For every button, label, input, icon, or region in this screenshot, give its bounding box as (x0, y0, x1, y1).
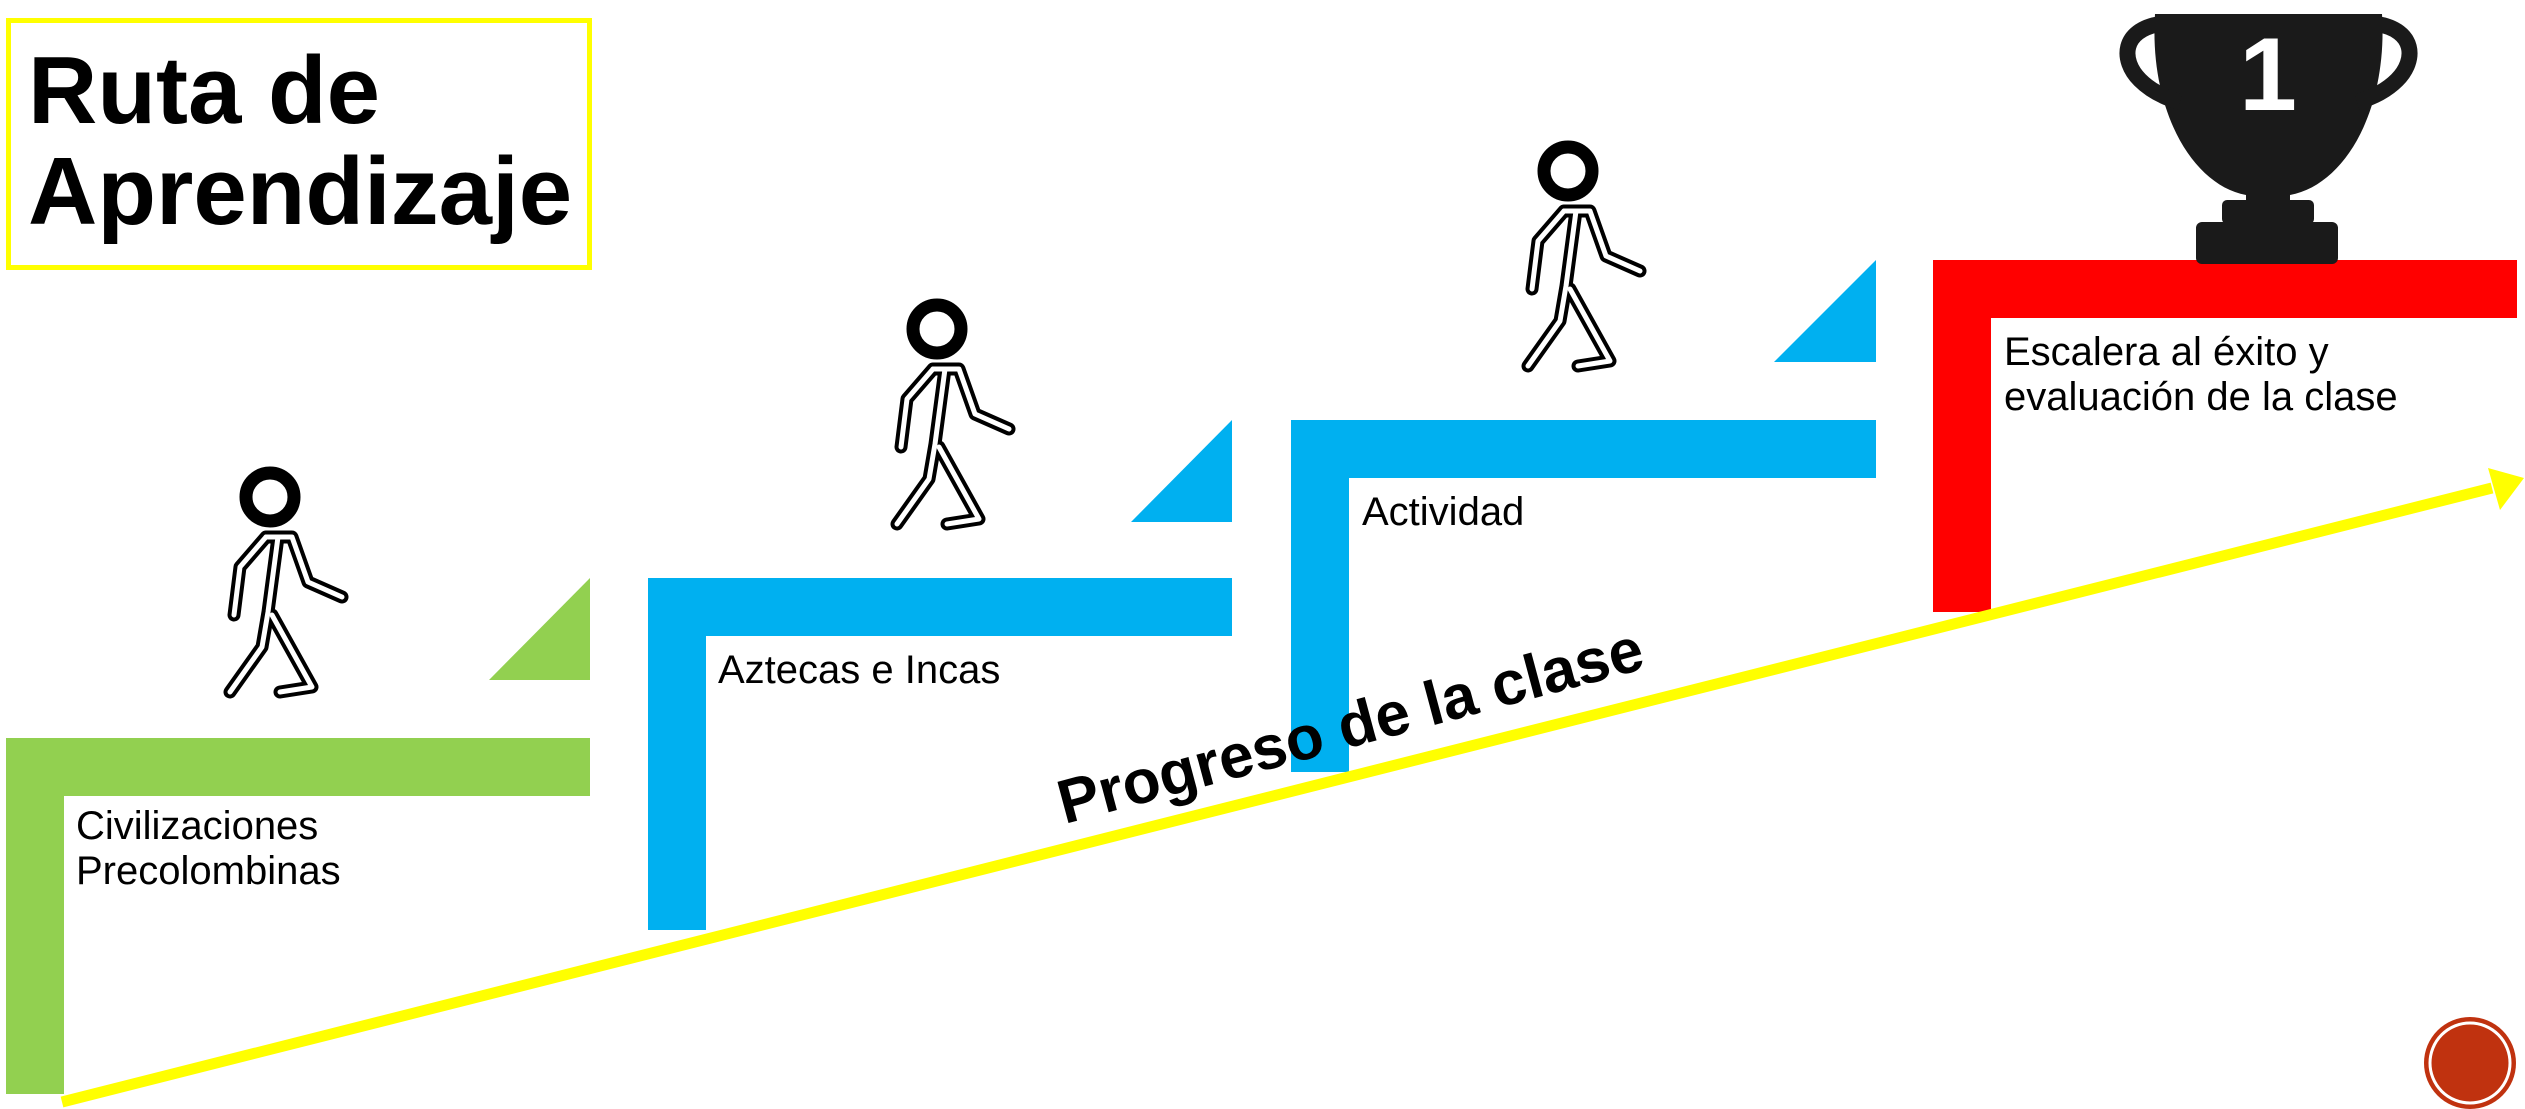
trophy-number: 1 (2239, 17, 2297, 133)
trophy-icon (2119, 14, 2418, 264)
step-1-tread (6, 738, 590, 796)
step-3-tread (1291, 420, 1876, 478)
step-3-corner (1774, 260, 1876, 362)
step-4-riser (1933, 260, 1991, 612)
step-3-riser (1291, 420, 1349, 772)
progress-arrow (60, 482, 2494, 1108)
progress-arrowhead (2488, 468, 2524, 510)
page-title: Ruta de Aprendizaje (28, 37, 573, 245)
walker-icon (1528, 147, 1640, 366)
walker-icon (230, 473, 342, 692)
step-4-label: Escalera al éxito y evaluación de la cla… (2004, 330, 2398, 419)
walker-icon (897, 305, 1009, 524)
step-3-label: Actividad (1362, 490, 1525, 534)
step-4-tread (1933, 260, 2517, 318)
step-1-corner (489, 578, 590, 680)
step-1-label: Civilizaciones Precolombinas (76, 804, 341, 893)
step-2-label: Aztecas e Incas (718, 648, 1001, 692)
title-frame (6, 18, 592, 270)
step-1-riser (6, 738, 64, 1094)
step-2-riser (648, 578, 706, 930)
page-badge-icon (2424, 1017, 2516, 1109)
step-2-tread (648, 578, 1232, 636)
step-2-corner (1131, 420, 1232, 522)
